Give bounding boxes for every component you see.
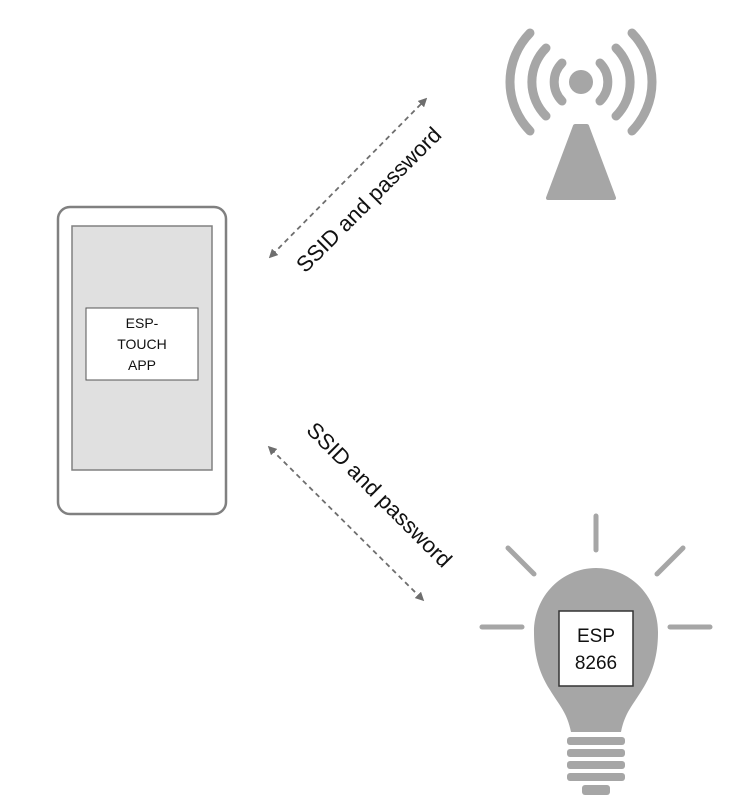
bottom-arrow: SSID and password: [267, 417, 457, 602]
top-arrow-line: [268, 97, 428, 259]
app-label-box: [85, 307, 199, 381]
light-bulb-icon: ESP 8266: [479, 513, 713, 795]
chip-label-line2: 8266: [575, 653, 617, 674]
bulb-ray-upper-left: [505, 545, 537, 577]
chip-label-box: [558, 610, 634, 687]
bulb-base-tip: [582, 785, 610, 795]
wifi-arc-right-outer: [627, 28, 657, 136]
bulb-base-band-2: [567, 749, 625, 757]
wifi-arc-left-outer: [505, 28, 535, 136]
app-label-line1: ESP-: [126, 315, 159, 331]
wifi-arc-left-middle: [527, 43, 551, 121]
top-arrow-label: SSID and password: [291, 122, 446, 277]
bulb-base-band-3: [567, 761, 625, 769]
wifi-router-icon: [505, 28, 657, 200]
app-label-line3: APP: [128, 357, 156, 373]
bulb-ray-upper-right: [654, 545, 686, 577]
wifi-arc-right-middle: [611, 43, 635, 121]
bottom-arrow-label: SSID and password: [302, 417, 457, 572]
wifi-arc-right-inner: [595, 58, 613, 106]
chip-label-line1: ESP: [577, 626, 615, 647]
top-arrow: SSID and password: [268, 97, 446, 277]
wifi-tower: [546, 124, 616, 200]
phone: ESP- TOUCH APP: [56, 205, 228, 516]
bulb-base-band-1: [567, 737, 625, 745]
app-label-line2: TOUCH: [117, 336, 167, 352]
wifi-signal-center-dot: [569, 70, 593, 94]
wifi-arc-left-inner: [549, 58, 567, 106]
bulb-base-band-4: [567, 773, 625, 781]
